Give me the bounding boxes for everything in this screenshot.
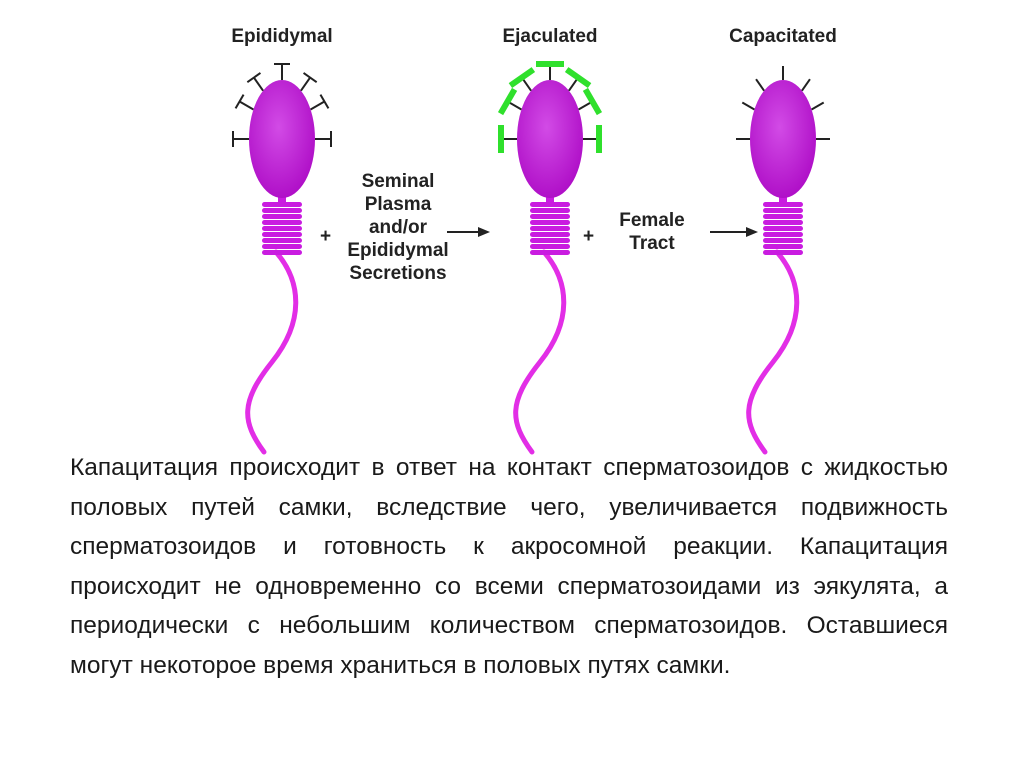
sperm-midpiece bbox=[530, 202, 570, 255]
midpiece-coil bbox=[763, 250, 803, 255]
midpiece-coil bbox=[262, 202, 302, 207]
stage-title-epididymal: Epididymal bbox=[231, 26, 333, 47]
midpiece-coil bbox=[262, 220, 302, 225]
midpiece-coil bbox=[530, 244, 570, 249]
caption-text: Капацитация происходит в ответ на контак… bbox=[70, 454, 948, 679]
sperm-midpiece bbox=[262, 202, 302, 255]
surface-receptor bbox=[801, 78, 811, 92]
midpiece-coil bbox=[262, 226, 302, 231]
midpiece-coil bbox=[763, 202, 803, 207]
midpiece-coil bbox=[262, 208, 302, 213]
diagram-art bbox=[232, 61, 830, 455]
midpiece-coil bbox=[262, 250, 302, 255]
surface-receptor bbox=[239, 100, 254, 111]
step-line: Seminal bbox=[361, 171, 435, 192]
step-line: Female bbox=[619, 210, 685, 231]
surface-receptor bbox=[811, 101, 825, 111]
step-line: Tract bbox=[629, 233, 675, 254]
surface-receptor bbox=[300, 76, 311, 92]
process-arrow-1 bbox=[447, 227, 490, 237]
midpiece-coil bbox=[763, 226, 803, 231]
stage-title-ejaculated: Ejaculated bbox=[502, 26, 598, 47]
surface-receptor bbox=[741, 101, 755, 111]
sperm-cell-capacitated bbox=[736, 66, 830, 455]
midpiece-coil bbox=[763, 244, 803, 249]
receptor-cap bbox=[319, 94, 330, 109]
step-line: and/or bbox=[368, 217, 428, 238]
receptor-cap bbox=[234, 94, 245, 109]
midpiece-coil bbox=[763, 232, 803, 237]
midpiece-coil bbox=[262, 232, 302, 237]
surface-receptor bbox=[755, 78, 765, 92]
receptor-cap bbox=[302, 72, 318, 83]
sperm-tail bbox=[513, 249, 567, 455]
process-arrow-2 bbox=[710, 227, 758, 237]
midpiece-coil bbox=[262, 244, 302, 249]
sperm-midpiece bbox=[763, 202, 803, 255]
sperm-neck bbox=[546, 196, 554, 204]
step-label-female-tract: Female Tract bbox=[602, 209, 702, 255]
seminal-coat-protein bbox=[582, 87, 603, 116]
step-line: Epididymal bbox=[347, 240, 449, 261]
midpiece-coil bbox=[530, 202, 570, 207]
sperm-tail bbox=[746, 249, 800, 455]
step-label-seminal-plasma: Seminal Plasma and/or Epididymal Secreti… bbox=[333, 170, 463, 285]
step-line: Secretions bbox=[349, 263, 447, 284]
sperm-cell-ejaculated bbox=[497, 61, 603, 455]
midpiece-coil bbox=[530, 232, 570, 237]
midpiece-coil bbox=[262, 238, 302, 243]
surface-receptor bbox=[310, 100, 325, 111]
seminal-coat-protein bbox=[564, 67, 592, 89]
seminal-coat-protein bbox=[508, 67, 536, 89]
midpiece-coil bbox=[530, 214, 570, 219]
sperm-neck bbox=[278, 196, 286, 204]
midpiece-coil bbox=[763, 220, 803, 225]
midpiece-coil bbox=[530, 220, 570, 225]
sperm-neck bbox=[779, 196, 787, 204]
step-line: Plasma bbox=[364, 194, 432, 215]
midpiece-coil bbox=[530, 226, 570, 231]
midpiece-coil bbox=[763, 214, 803, 219]
midpiece-coil bbox=[530, 238, 570, 243]
sperm-tail bbox=[245, 249, 299, 455]
sperm-head bbox=[750, 80, 816, 198]
surface-receptor bbox=[253, 76, 264, 92]
midpiece-coil bbox=[262, 214, 302, 219]
arrow-head bbox=[746, 227, 758, 237]
midpiece-coil bbox=[763, 208, 803, 213]
sperm-head bbox=[249, 80, 315, 198]
seminal-coat-protein bbox=[497, 87, 518, 116]
receptor-cap bbox=[246, 72, 262, 83]
midpiece-coil bbox=[763, 238, 803, 243]
plus-sign-2: + bbox=[583, 226, 595, 247]
plus-sign-1: + bbox=[320, 226, 332, 247]
sperm-cell-epididymal bbox=[232, 63, 332, 455]
stage-title-capacitated: Capacitated bbox=[729, 26, 837, 47]
capacitation-diagram: Epididymal Ejaculated Capacitated + Semi… bbox=[231, 26, 837, 455]
midpiece-coil bbox=[530, 250, 570, 255]
arrow-head bbox=[478, 227, 490, 237]
sperm-head bbox=[517, 80, 583, 198]
midpiece-coil bbox=[530, 208, 570, 213]
